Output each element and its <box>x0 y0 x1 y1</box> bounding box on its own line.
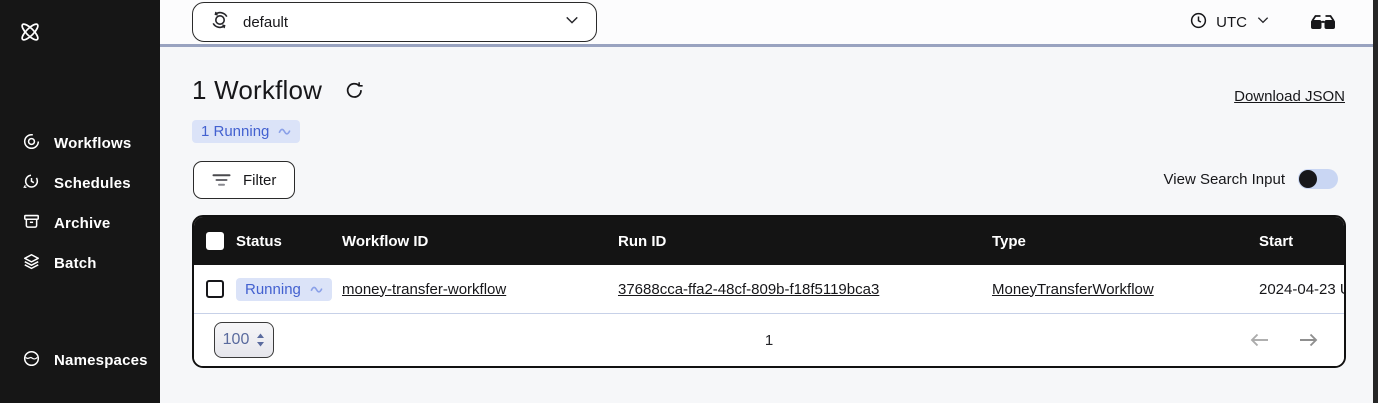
download-json-link[interactable]: Download JSON <box>1234 88 1345 105</box>
chevron-down-icon <box>1255 12 1271 32</box>
sidebar-item-label: Schedules <box>54 174 131 192</box>
schedules-icon <box>22 172 41 195</box>
column-header-run-id[interactable]: Run ID <box>618 232 667 250</box>
filter-button[interactable]: Filter <box>193 161 296 199</box>
workflows-table: Status Workflow ID Run ID Type Start Run… <box>192 215 1346 368</box>
page-size-value: 100 <box>222 331 250 348</box>
column-header-workflow-id[interactable]: Workflow ID <box>342 232 429 250</box>
table-footer: 100 1 <box>194 314 1344 366</box>
sidebar-item-label: Namespaces <box>54 351 148 369</box>
page-title: 1 Workflow <box>192 75 323 105</box>
workflow-id-link[interactable]: money-transfer-workflow <box>342 280 507 298</box>
previous-page-arrow-icon[interactable] <box>1249 331 1270 349</box>
sidebar-item-archive[interactable]: Archive <box>0 203 160 243</box>
topbar: default UTC <box>160 0 1378 47</box>
pulse-icon <box>278 127 291 136</box>
column-header-status[interactable]: Status <box>236 232 282 250</box>
page-size-select[interactable]: 100 <box>214 322 274 358</box>
filter-icon <box>212 172 231 188</box>
view-search-input-label: View Search Input <box>1163 170 1285 188</box>
running-count-label: 1 Running <box>201 123 270 140</box>
archive-icon <box>22 212 41 235</box>
column-header-start[interactable]: Start <box>1259 232 1294 250</box>
chevron-down-icon <box>563 11 581 34</box>
sidebar-item-label: Archive <box>54 214 111 232</box>
status-label: Running <box>245 280 301 298</box>
next-page-arrow-icon[interactable] <box>1298 331 1319 349</box>
sidebar-item-label: Workflows <box>54 134 132 152</box>
sidebar-item-namespaces[interactable]: Namespaces <box>0 340 160 380</box>
clock-icon <box>1189 11 1208 34</box>
main-content: 1 Workflow Download JSON 1 Running Filte… <box>160 47 1378 403</box>
namespace-select[interactable]: default <box>192 2 597 42</box>
workflow-type-link[interactable]: MoneyTransferWorkflow <box>992 280 1154 298</box>
glasses-icon[interactable] <box>1309 12 1337 33</box>
namespace-icon <box>208 8 232 37</box>
batch-icon <box>22 252 41 275</box>
select-all-checkbox[interactable] <box>206 232 224 250</box>
timezone-label: UTC <box>1216 13 1247 31</box>
table-header-row: Status Workflow ID Run ID Type Start <box>194 217 1344 265</box>
namespace-value: default <box>243 13 289 31</box>
column-header-type[interactable]: Type <box>992 232 1026 250</box>
row-checkbox[interactable] <box>206 280 224 298</box>
sidebar-item-workflows[interactable]: Workflows <box>0 123 160 163</box>
run-id-link[interactable]: 37688cca-ffa2-48cf-809b-f18f5119bca3 <box>618 280 880 298</box>
window-right-edge <box>1373 0 1378 403</box>
current-page-number: 1 <box>764 331 774 349</box>
sidebar-item-label: Batch <box>54 254 97 272</box>
workflows-icon <box>22 132 41 155</box>
spinner-arrows-icon <box>256 333 265 347</box>
sidebar-item-schedules[interactable]: Schedules <box>0 163 160 203</box>
start-time-value: 2024-04-23 U <box>1259 280 1344 298</box>
toggle-knob <box>1299 170 1317 188</box>
timezone-select[interactable]: UTC <box>1189 11 1271 34</box>
namespaces-icon <box>22 349 41 372</box>
sidebar: Workflows Schedules Archive <box>0 0 160 403</box>
table-row[interactable]: Running money-transfer-workflow 37688cca… <box>194 265 1344 314</box>
pulse-icon <box>310 285 323 294</box>
sidebar-item-batch[interactable]: Batch <box>0 243 160 283</box>
filter-label: Filter <box>243 171 277 189</box>
status-badge: Running <box>236 277 332 301</box>
temporal-logo-icon[interactable] <box>16 18 44 46</box>
running-summary-badge[interactable]: 1 Running <box>192 120 301 143</box>
refresh-icon[interactable] <box>344 80 365 101</box>
view-search-input-toggle[interactable] <box>1298 169 1338 189</box>
